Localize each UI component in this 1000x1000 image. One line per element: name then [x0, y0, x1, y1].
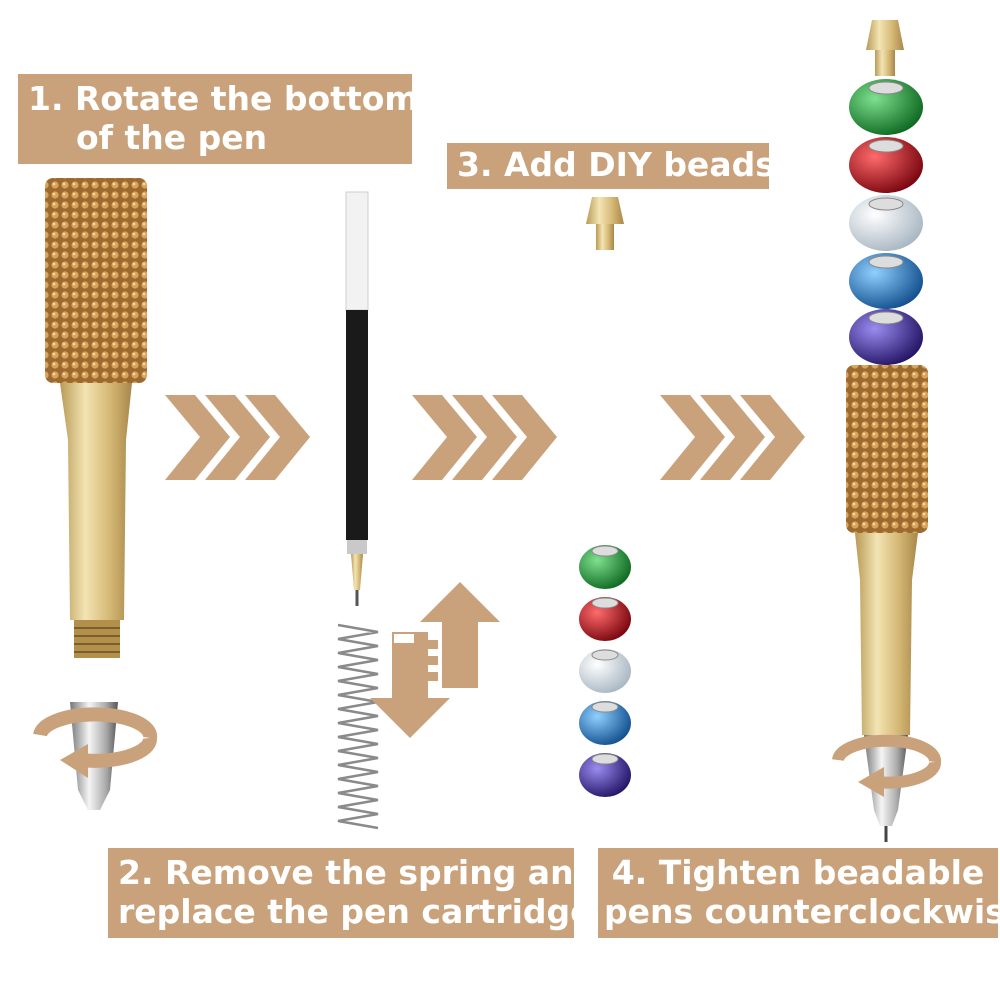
- spring: [337, 623, 379, 830]
- step-4-label: 4. Tighten beadable pens counterclockwis…: [598, 848, 1000, 938]
- pen-cartridge: [345, 191, 369, 606]
- step-3-label: 3. Add DIY beads: [447, 143, 775, 189]
- rotate-arrow-icon: [832, 734, 942, 797]
- rhinestone-pen-barrel: [45, 178, 147, 658]
- step-4-line-1: 4. Tighten beadable: [611, 853, 985, 892]
- chevron-arrows-icon: [412, 395, 557, 480]
- step-2-line-1: 2. Remove the spring and: [118, 853, 598, 892]
- assembled-beadable-pen: [846, 20, 928, 842]
- step-1-line-1: 1. Rotate the bottom: [28, 79, 419, 118]
- step-4-line-2: pens counterclockwise: [604, 891, 1000, 931]
- bead-rod: [586, 197, 624, 545]
- step-2-label: 2. Remove the spring and replace the pen…: [108, 848, 598, 938]
- chevron-arrows-icon: [660, 395, 805, 480]
- step-1-line-2: of the pen: [76, 117, 268, 157]
- step-2-line-2: replace the pen cartridge: [118, 891, 593, 931]
- step-1-label: 1. Rotate the bottom of the pen: [18, 74, 419, 164]
- step-3-line-1: 3. Add DIY beads: [457, 145, 775, 184]
- chevron-arrows-icon: [165, 395, 310, 480]
- up-down-arrows-icon: [370, 582, 500, 738]
- bead-stack: [579, 545, 631, 797]
- rotate-arrow-icon: [33, 707, 158, 778]
